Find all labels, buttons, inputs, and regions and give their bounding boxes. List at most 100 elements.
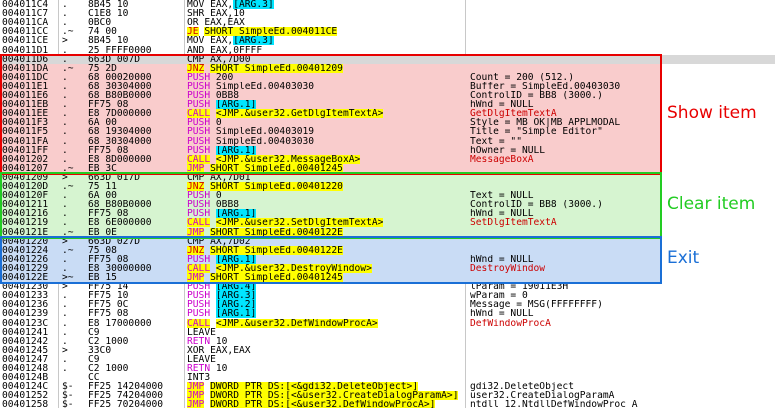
row-comment: user32.CreateDialogParamA <box>470 391 615 401</box>
row-address: 004011F5 <box>2 127 49 137</box>
row-hex: C2 1000 <box>88 364 129 374</box>
row-flag: . <box>62 263 68 273</box>
exit-label: Exit <box>667 248 700 269</box>
row-flag: .~ <box>62 27 74 37</box>
row-address: 00401229 <box>2 263 49 273</box>
row-address: 00401224 <box>2 245 49 255</box>
row-address: 004011F3 <box>2 118 49 128</box>
row-hex: 8B45 10 <box>88 0 129 10</box>
row-hex: FF25 14204000 <box>88 382 164 392</box>
row-address: 00401211 <box>2 200 49 210</box>
row-comment: Text = "" <box>470 136 522 146</box>
row-instruction: AND EAX,0FFFF <box>187 45 263 55</box>
row-address: 0040120D <box>2 182 49 192</box>
row-instruction: PUSH [ARG.1] <box>187 209 257 219</box>
row-hex: E8 7D000000 <box>88 109 152 119</box>
row-address: 004011DC <box>2 72 49 82</box>
row-instruction: CALL <JMP.&user32.DestroyWindow> <box>187 263 372 273</box>
row-instruction: JNZ SHORT SimpleEd.00401209 <box>187 63 343 73</box>
row-hex: E8 8D000000 <box>88 154 152 164</box>
row-instruction: CMP AX,7D00 <box>187 54 251 64</box>
row-hex: C9 <box>88 327 100 337</box>
region-exit-box <box>0 235 662 285</box>
row-instruction: CALL <JMP.&user32.MessageBoxA> <box>187 154 361 164</box>
row-flag: > <box>62 36 68 46</box>
row-flag: . <box>62 127 68 137</box>
row-flag: .~ <box>62 245 74 255</box>
row-hex: CC <box>88 373 100 383</box>
row-address: 004011D1 <box>2 45 49 55</box>
row-flag: . <box>62 118 68 128</box>
row-flag: . <box>62 354 68 364</box>
region-show-item-box <box>0 53 662 175</box>
row-address: 00401230 <box>2 282 49 292</box>
row-address: 004011CE <box>2 36 49 46</box>
row-flag: > <box>62 236 68 246</box>
region-clear-item-box <box>0 171 662 239</box>
row-hex: 75 08 <box>88 245 117 255</box>
row-flag: . <box>62 336 68 346</box>
row-flag: . <box>62 364 68 374</box>
row-address: 0040124B <box>2 373 49 383</box>
row-address: 004011EB <box>2 100 49 110</box>
row-flag: . <box>62 309 68 319</box>
row-address: 00401220 <box>2 236 49 246</box>
row-hex: C2 1000 <box>88 336 129 346</box>
row-flag: . <box>62 18 68 28</box>
row-instruction: PUSH [ARG.1] <box>187 100 257 110</box>
row-comment: Message = MSG(FFFFFFFF) <box>470 300 603 310</box>
row-flag: . <box>62 300 68 310</box>
row-flag: . <box>62 318 68 328</box>
row-hex: 75 2D <box>88 63 117 73</box>
row-flag: . <box>62 136 68 146</box>
row-comment: Style = MB_OK|MB_APPLMODAL <box>470 118 621 128</box>
row-hex: FF25 74204000 <box>88 391 164 401</box>
